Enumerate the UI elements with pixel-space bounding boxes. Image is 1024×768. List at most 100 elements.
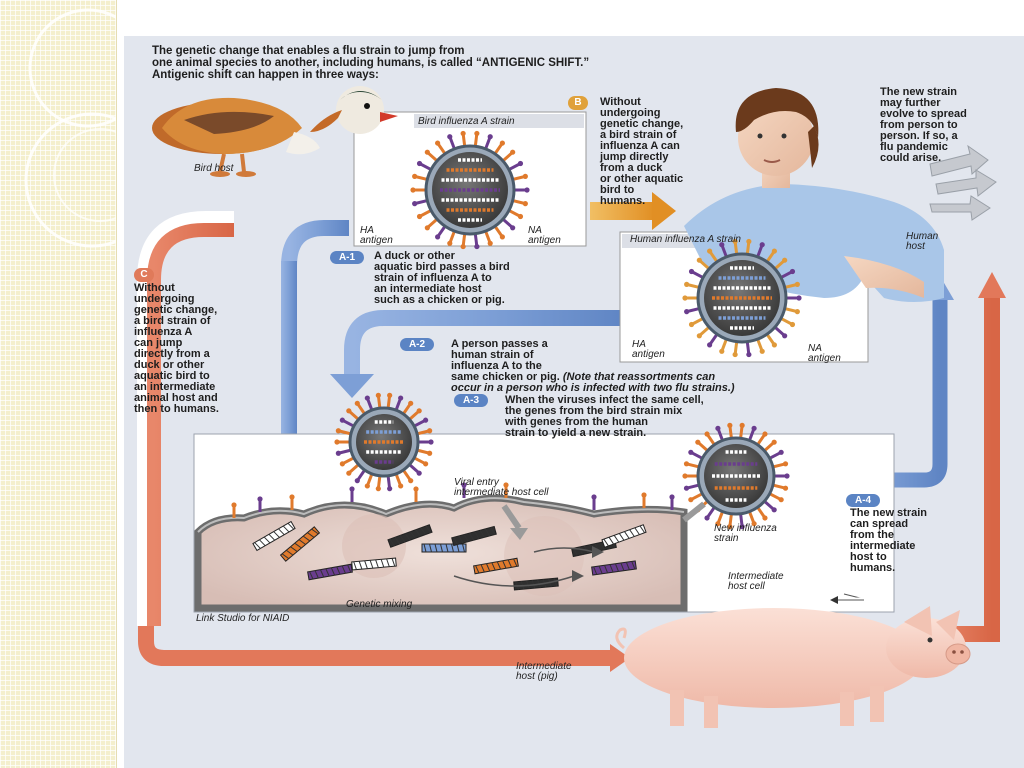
text-line: may further (880, 97, 941, 109)
text-line: or other aquatic (600, 173, 684, 185)
badge-a1: A-1 (330, 251, 364, 264)
intro-line-3: Antigenic shift can happen in three ways… (152, 69, 379, 81)
human-virus-particle (682, 238, 802, 358)
text-line: strain of influenza A to (374, 272, 492, 284)
human-strain-label: Human influenza A strain (630, 234, 741, 245)
gene-segment (601, 524, 647, 548)
badge-a4: A-4 (846, 494, 880, 507)
text-line: aquatic bird passes a bird (374, 261, 510, 273)
text-line: such as a chicken or pig. (374, 294, 505, 306)
membrane-receptor (641, 492, 647, 508)
intro-line-2-text: one animal species to another, including… (152, 57, 473, 69)
membrane-receptor (669, 494, 675, 510)
text-line: an intermediate host (374, 283, 482, 295)
gene-segment (307, 563, 353, 581)
text-line: A duck or other (374, 250, 455, 262)
text-line: with genes from the human (505, 416, 649, 428)
leader-lines (830, 593, 864, 604)
text-line: can jump (134, 337, 183, 349)
step-a2-line4: same chicken or pig. (Note that reassort… (451, 371, 716, 383)
gene-segment (591, 560, 637, 576)
duck-illustration (152, 86, 398, 177)
arrow-a2 (330, 310, 624, 398)
text-line: undergoing (134, 293, 195, 305)
membrane-receptor (413, 486, 419, 502)
diagram-graphics (137, 86, 1006, 728)
text-line: evolve to spread (880, 108, 967, 120)
step-a3-text: When the viruses infect the same cell,th… (505, 395, 704, 439)
gene-segment (451, 525, 497, 547)
intro-line-1: The genetic change that enables a flu st… (152, 45, 465, 57)
text-line: A person passes a (451, 338, 548, 350)
text-line: bird to (600, 184, 635, 196)
text-line: The new strain (880, 86, 958, 98)
membrane-receptor (591, 494, 597, 510)
gene-segment (279, 526, 321, 562)
text-line: then to humans. (134, 403, 219, 415)
decorative-sidebar (0, 0, 117, 768)
text-line: aquatic bird to (134, 370, 210, 382)
text-line: jump directly (600, 151, 669, 163)
badge-a3: A-3 (454, 394, 488, 407)
text-line: strain to yield a new strain. (505, 427, 647, 439)
membrane-receptor (289, 494, 295, 510)
gene-segment (473, 557, 519, 575)
gene-segment (421, 543, 467, 553)
text-line: host to (850, 551, 887, 563)
badge-b: B (568, 96, 588, 110)
antigenic-shift-diagram: The genetic change that enables a flu st… (124, 36, 1024, 768)
text-line: can spread (850, 518, 909, 530)
membrane-receptor (461, 482, 467, 498)
text-line: flu pandemic (880, 141, 948, 153)
badge-a2: A-2 (400, 338, 434, 351)
text-line: influenza A to the (451, 360, 542, 372)
gene-segment (252, 520, 296, 552)
bird-virus-particle (410, 130, 530, 250)
membrane-receptor (257, 496, 263, 512)
membrane-receptor (503, 482, 509, 498)
text-line: humans. (850, 562, 896, 574)
text-line: a bird strain of (600, 129, 677, 141)
text-line: from person to (880, 119, 958, 131)
text-line: from a duck (600, 162, 663, 174)
text-line: duck or other (134, 359, 205, 371)
text-line: person. If so, a (880, 130, 958, 142)
text-line: genetic change, (600, 118, 684, 130)
text-line: human strain of (451, 349, 534, 361)
new-strain-virus-particle (682, 422, 790, 530)
text-line: influenza A can (600, 140, 680, 152)
text-line: the genes from the bird strain mix (505, 405, 683, 417)
arrow-b (590, 192, 676, 230)
badge-c: C (134, 268, 154, 282)
intro-line-2: one animal species to another, including… (152, 57, 589, 70)
cell-mixing-arrows (453, 501, 706, 587)
text-line: Without (134, 282, 175, 294)
text-line: directly from a (134, 348, 210, 360)
text-line: intermediate (850, 540, 916, 552)
text-line: an intermediate (134, 381, 216, 393)
spread-arrows-icon (929, 144, 997, 221)
bird-strain-label: Bird influenza A strain (418, 116, 515, 127)
text-line: could arise. (880, 152, 942, 164)
credit-label: Link Studio for NIAID (196, 613, 290, 624)
membrane-receptor (231, 502, 237, 518)
text-line: genetic change, (134, 304, 218, 316)
pig-illustration (615, 606, 971, 728)
text-line: undergoing (600, 107, 661, 119)
bird-host-label: Bird host (194, 163, 234, 174)
text-line: animal host and (134, 392, 218, 404)
gene-segment (351, 557, 397, 571)
antigenic-shift-term: “ANTIGENIC SHIFT.” (476, 57, 590, 69)
gene-segments (231, 482, 675, 591)
